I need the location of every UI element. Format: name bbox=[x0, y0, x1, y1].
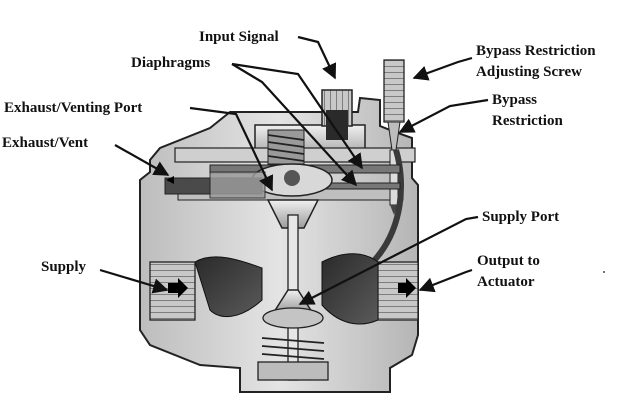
leader-diaphragms-left bbox=[231, 63, 358, 187]
leader-input-signal bbox=[297, 35, 337, 80]
leader-supply-port bbox=[298, 215, 479, 305]
supply-flow-arrow bbox=[168, 278, 188, 298]
leader-bypass-restriction bbox=[398, 98, 489, 133]
label-exhaust-vent: Exhaust/Vent bbox=[2, 135, 89, 151]
input-signal-port bbox=[321, 89, 353, 140]
leader-output-to-actuator bbox=[418, 268, 473, 293]
upper-valve-cone bbox=[266, 199, 320, 229]
label-bypass-restriction-line1: Bypass bbox=[492, 92, 538, 108]
bypass-screw bbox=[383, 59, 405, 215]
leader-diaphragms-right bbox=[231, 62, 363, 170]
upper-spring bbox=[267, 129, 305, 165]
stray-dot bbox=[603, 271, 605, 273]
bottom-plug bbox=[257, 361, 329, 381]
label-supply-port: Supply Port bbox=[482, 209, 560, 225]
label-exhaust-venting-port: Exhaust/Venting Port bbox=[4, 100, 143, 116]
lower-spring bbox=[261, 337, 325, 360]
label-bypass-restriction-line2: Restriction bbox=[492, 113, 563, 129]
label-diaphragms: Diaphragms bbox=[131, 55, 211, 71]
label-supply: Supply bbox=[41, 259, 87, 275]
supply-passage bbox=[194, 256, 263, 318]
bypass-channel bbox=[367, 149, 405, 268]
label-output-line1: Output to bbox=[477, 253, 540, 269]
leader-supply bbox=[99, 268, 169, 294]
output-flow-arrow bbox=[398, 278, 416, 298]
label-bypass-screw-line2: Adjusting Screw bbox=[476, 64, 582, 80]
leader-exhaust-vent bbox=[114, 144, 170, 176]
label-bypass-screw-line1: Bypass Restriction bbox=[476, 43, 596, 59]
leader-bypass-screw bbox=[412, 56, 473, 81]
label-input-signal: Input Signal bbox=[199, 29, 279, 45]
label-output-line2: Actuator bbox=[477, 274, 535, 290]
exhaust-flow-arrow bbox=[166, 176, 174, 184]
leader-exhaust-venting-port bbox=[189, 106, 274, 192]
